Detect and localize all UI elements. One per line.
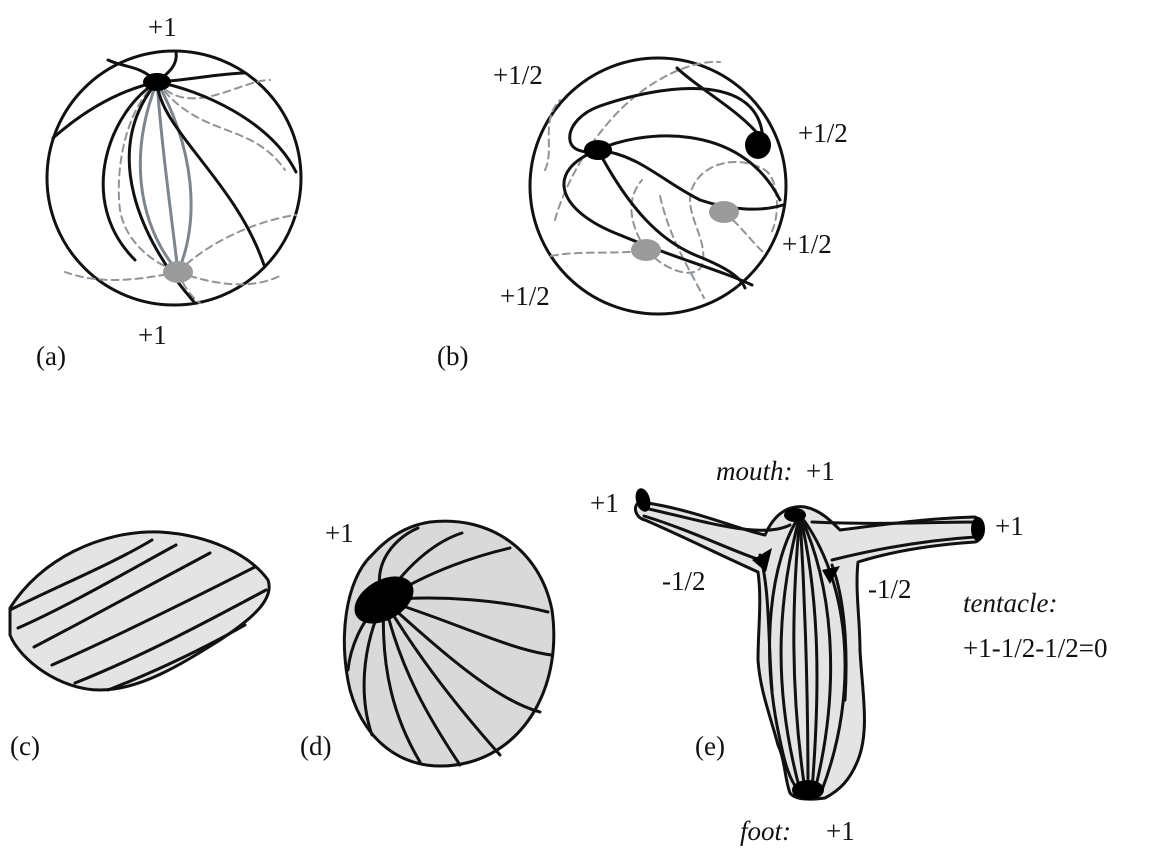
- panel-c-tag: (c): [10, 731, 40, 761]
- panel-a-tag: (a): [36, 341, 66, 371]
- cell-d-body: [344, 521, 553, 766]
- right-tentacle-tip-defect: [971, 517, 985, 541]
- left-neg-charge: -1/2: [662, 566, 706, 596]
- right-tip-charge: +1: [995, 511, 1024, 541]
- foot-label: foot:: [740, 816, 791, 846]
- defect-b-2: [745, 131, 771, 159]
- panel-b-tag: (b): [437, 341, 468, 371]
- panel-a-top-charge: +1: [148, 12, 177, 42]
- panel-a-bottom-charge: +1: [138, 320, 167, 350]
- panel-b-charge-4: +1/2: [500, 281, 550, 311]
- tentacle-label: tentacle:: [963, 588, 1057, 618]
- mouth-charge: +1: [806, 456, 835, 486]
- panel-d-charge: +1: [325, 518, 354, 548]
- defect-b-4: [631, 239, 661, 261]
- mouth-label: mouth:: [716, 456, 793, 486]
- panel-e: mouth: +1 +1 +1 -1/2 -1/2 tentacle: +1-1…: [590, 456, 1107, 846]
- panel-b: +1/2 +1/2 +1/2 +1/2 (b): [437, 58, 848, 371]
- defect-b-3: [709, 201, 739, 223]
- panel-a: +1 +1 (a): [36, 12, 301, 371]
- panel-e-tag: (e): [695, 731, 725, 761]
- panel-d-tag: (d): [300, 731, 331, 761]
- left-tip-charge: +1: [590, 488, 619, 518]
- defect-b-1: [584, 140, 612, 160]
- panel-b-charge-3: +1/2: [782, 229, 832, 259]
- mouth-defect: [784, 508, 806, 522]
- panel-d: +1 (d): [300, 518, 554, 766]
- defect-a-top: [143, 73, 171, 91]
- panel-b-charge-2: +1/2: [798, 118, 848, 148]
- panel-b-charge-1: +1/2: [493, 60, 543, 90]
- cell-c-body: [10, 532, 269, 690]
- foot-defect: [792, 780, 824, 800]
- foot-charge: +1: [826, 816, 855, 846]
- tentacle-sum: +1-1/2-1/2=0: [963, 633, 1107, 663]
- defect-a-bottom: [163, 261, 193, 283]
- panel-c: (c): [10, 532, 269, 761]
- right-neg-charge: -1/2: [868, 574, 912, 604]
